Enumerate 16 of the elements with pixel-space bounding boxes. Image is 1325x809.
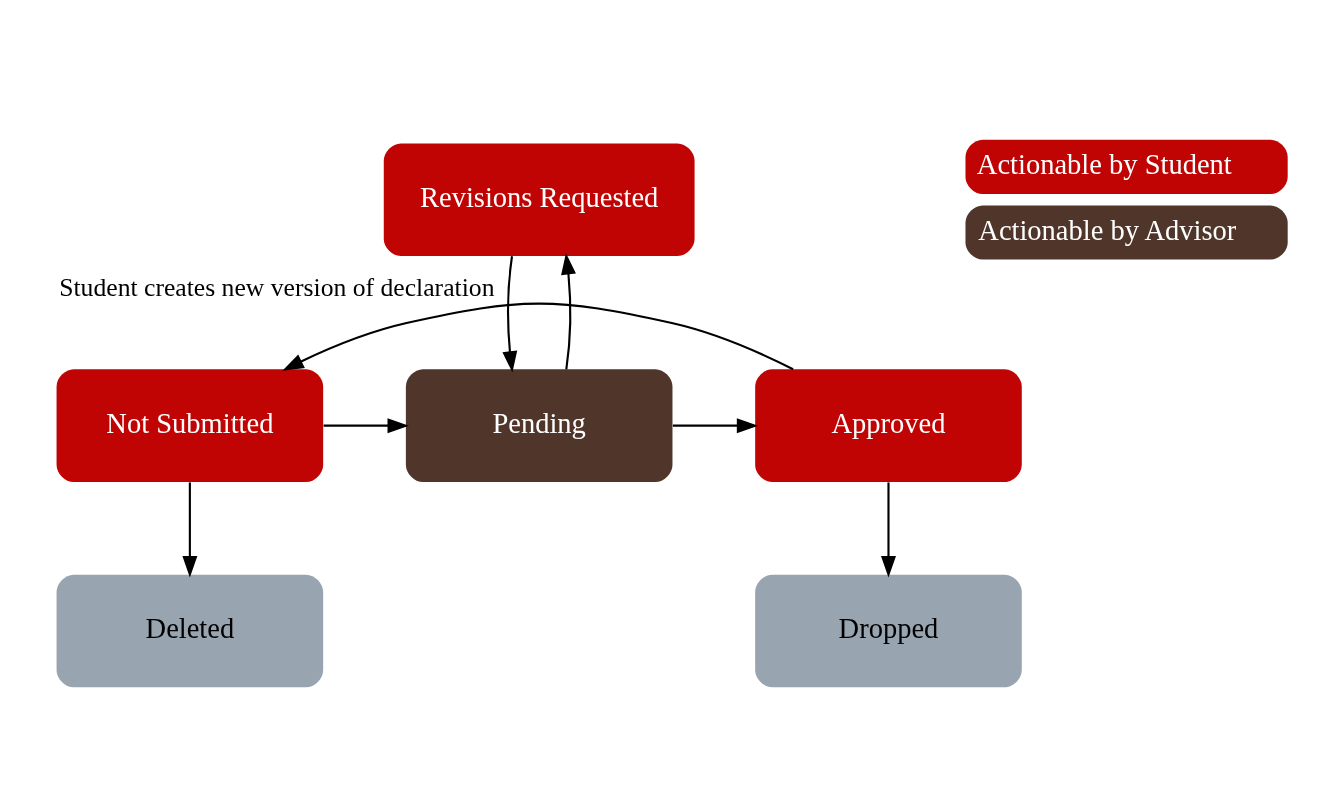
node-box: Pending (405, 368, 673, 482)
arrow (282, 302, 794, 371)
node-box: Dropped (755, 574, 1022, 687)
arrow (182, 481, 198, 578)
arrow (561, 252, 576, 369)
edge-label: Student creates new version of declaration (59, 272, 495, 302)
node-box: Deleted (56, 574, 324, 687)
node-box: Revisions Requested (383, 142, 695, 256)
arrow (323, 417, 409, 433)
node-box: Not Submitted (56, 368, 324, 482)
arrow (502, 255, 518, 373)
arrow (881, 481, 896, 578)
legend-label: Actionable by Advisor (978, 214, 1237, 246)
legend-label: Actionable by Student (976, 148, 1232, 180)
arrow (672, 417, 759, 433)
node-box: Approved (755, 368, 1022, 482)
